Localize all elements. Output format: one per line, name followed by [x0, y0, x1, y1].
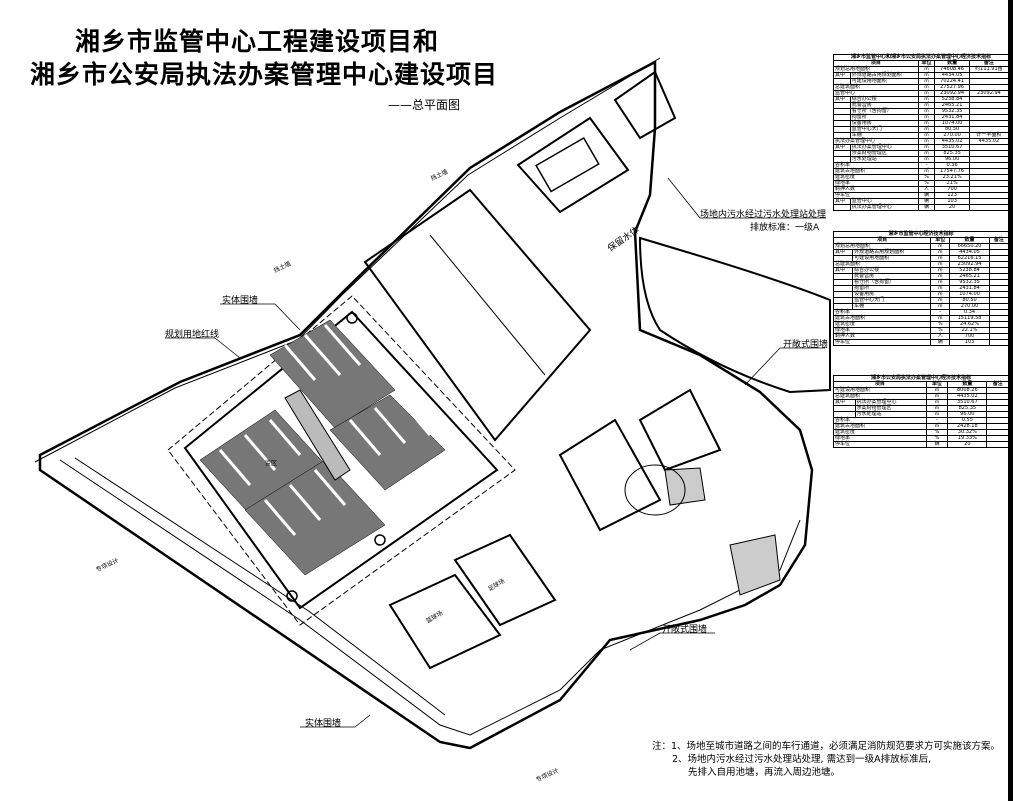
label-open-wall: 开敞式围墙 [662, 625, 708, 635]
title-line-1: 湘乡市监管中心工程建设项目和 [75, 27, 440, 56]
table-cell: 辆 [925, 441, 949, 448]
case-center [558, 418, 662, 532]
note-2: 2、场地内污水经过污水处理站处理, 需达到一级A排放标准后, [672, 754, 932, 765]
table-title: 湘乡市监管中心和湘乡市公安局执法办案管理中心经济技术指标 [833, 54, 1009, 60]
cell-stripes [218, 324, 432, 536]
table-row: 容积率-0.55 [833, 417, 1009, 424]
label-sewage-standard: 排放标准：一级A [750, 223, 820, 233]
road-edge [74, 457, 446, 716]
table-title: 湘乡市监管中心经济技术指标 [833, 231, 1009, 237]
table-cell [968, 204, 1010, 211]
note-1: 注：1、场地至城市道路之间的车行通道，必须满足消防规范要求方可实施该方案。 [652, 741, 1001, 752]
sports-field-1 [388, 573, 502, 670]
office-block [363, 188, 592, 442]
roundabout [624, 464, 686, 516]
table-cell [988, 339, 1010, 346]
table-title: 湘乡市公安局执法办案管理中心经济技术指标 [833, 375, 1009, 381]
evidence-building [638, 388, 722, 472]
label-red-line: 规划用地红线 [165, 330, 220, 340]
table-cell: 辆 [930, 339, 951, 346]
subtitle: ——总平面图 [388, 98, 461, 112]
leader-lines [165, 177, 826, 728]
cell-blocks [199, 319, 446, 576]
table-cell: 20 [934, 204, 970, 211]
notes: 注：1、场地至城市道路之间的车行通道，必须满足消防规范要求方可实施该方案。 2、… [652, 740, 1000, 779]
label-yard: 监区 [265, 460, 278, 467]
table-combined-indicators: 湘乡市监管中心和湘乡市公安局执法办案管理中心经济技术指标项目单位数量备注规划总用… [833, 54, 1010, 211]
label-open-wall: 开敞式围墙 [783, 340, 829, 350]
label-solid-wall: 实体围墙 [222, 296, 259, 306]
table-cell: 103 [949, 339, 990, 346]
barracks-building [516, 116, 630, 214]
table-cell: 辆 [917, 204, 936, 211]
table-cell: 20 [947, 441, 988, 448]
table-cell: 执法办案管理中心 [849, 204, 919, 211]
table-cell: 停车位 [833, 441, 927, 448]
site-boundary [38, 59, 814, 750]
label-solid-wall: 实体围墙 [305, 719, 342, 729]
table-cell: 约111.91亩 [968, 66, 1010, 73]
title-line-2: 湘乡市公安局执法办案管理中心建设项目 [30, 60, 499, 89]
parking-grid [729, 534, 781, 596]
sports-field-2 [453, 533, 557, 627]
table-cell: 停车位 [832, 339, 932, 346]
note-2-cont: 先排入自用池塘，再流入周边池塘。 [688, 767, 841, 778]
detention-compound-road [167, 295, 516, 626]
label-sewage: 场地内污水经过污水处理站处理 [700, 210, 827, 220]
grid-block [284, 389, 351, 481]
gate-building [613, 70, 677, 140]
water-body [638, 236, 831, 394]
red-line [34, 57, 661, 463]
table-cell [986, 441, 1009, 448]
table-cell [833, 204, 851, 211]
